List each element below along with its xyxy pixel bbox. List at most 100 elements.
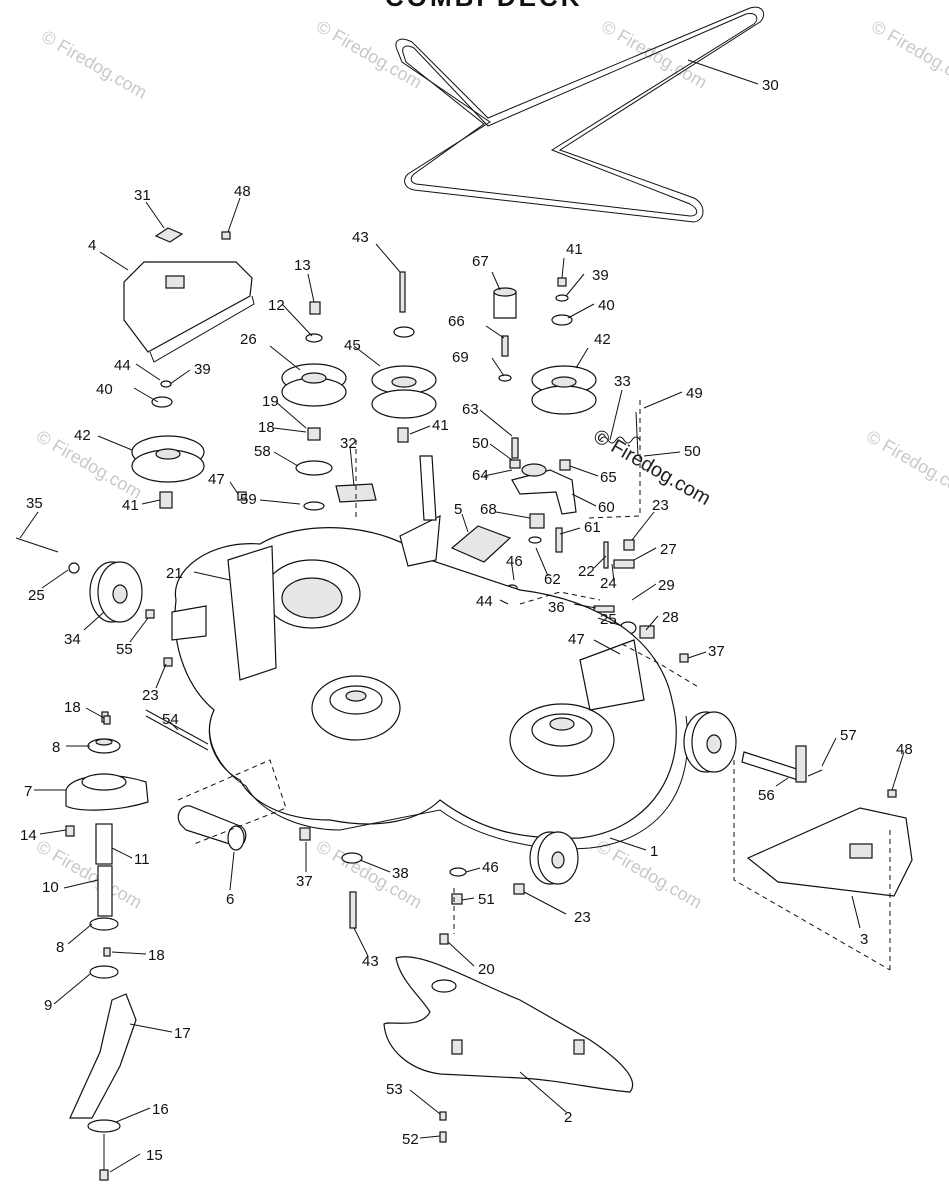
callout-label: 51 (478, 891, 495, 908)
gauge-wheel-left (89, 561, 143, 623)
callout-label: 41 (122, 497, 139, 514)
decal-31 (154, 227, 184, 243)
callout-label: 39 (592, 267, 609, 284)
pulley-42-right (531, 365, 597, 415)
pulley-42-left (131, 435, 205, 483)
callout-label: 9 (44, 997, 52, 1014)
callout-label: 23 (574, 909, 591, 926)
plate-5 (450, 525, 512, 563)
callout-label: 39 (194, 361, 211, 378)
callout-label: 11 (134, 851, 150, 868)
callout-label: 18 (258, 419, 275, 436)
mulch-plate (383, 956, 634, 1093)
callout-label: 10 (42, 879, 59, 896)
callout-label: 7 (24, 783, 32, 800)
callout-label: 12 (268, 297, 285, 314)
gauge-wheel-right (683, 711, 737, 773)
callout-label: 1 (650, 843, 658, 860)
callout-label: 43 (362, 953, 379, 970)
callout-label: 64 (472, 467, 489, 484)
callout-label: 18 (64, 699, 81, 716)
callout-label: 44 (114, 357, 131, 374)
callout-label: 42 (74, 427, 91, 444)
callout-label: 46 (506, 553, 523, 570)
leader-lines (19, 59, 905, 1173)
callout-label: 62 (544, 571, 561, 588)
callout-label: 23 (652, 497, 669, 514)
callout-label: 33 (614, 373, 631, 390)
callout-label: 54 (162, 711, 179, 728)
blade (69, 993, 137, 1119)
callout-label: 37 (708, 643, 725, 660)
decal-32 (335, 483, 377, 503)
callout-label: 59 (240, 491, 257, 508)
callout-label: 30 (762, 77, 779, 94)
callout-label: 29 (658, 577, 675, 594)
callout-label: 48 (234, 183, 251, 200)
callout-label: 38 (392, 865, 409, 882)
callout-label: 21 (166, 565, 183, 582)
callout-label: 46 (482, 859, 499, 876)
callout-label: 67 (472, 253, 489, 270)
callout-label: 56 (758, 787, 775, 804)
callout-label: 49 (686, 385, 703, 402)
watermark: © Firedog.com (33, 836, 145, 912)
gauge-wheel-front (529, 831, 579, 885)
callout-label: 19 (262, 393, 279, 410)
callout-label: 42 (594, 331, 611, 348)
callout-label: 5 (454, 501, 462, 518)
spring (599, 436, 641, 444)
callout-label: 44 (476, 593, 493, 610)
callout-label: 26 (240, 331, 257, 348)
callout-label: 58 (254, 443, 271, 460)
callout-label: 63 (462, 401, 479, 418)
callout-label: 16 (152, 1101, 169, 1118)
callout-label: 69 (452, 349, 469, 366)
callout-label: 65 (600, 469, 617, 486)
pulley-26 (281, 363, 347, 407)
callout-label: 47 (208, 471, 225, 488)
callout-label: 24 (600, 575, 617, 592)
callout-label: 25 (600, 611, 617, 628)
belt-cover-right (746, 807, 913, 897)
belt-cover-left (123, 261, 253, 353)
callout-label: 41 (566, 241, 583, 258)
callout-label: 6 (226, 891, 234, 908)
watermark: © Firedog.com (38, 26, 150, 102)
callout-label: 48 (896, 741, 913, 758)
callout-label: 60 (598, 499, 615, 516)
callout-label: 8 (52, 739, 60, 756)
pulley-45 (371, 365, 437, 419)
callout-label: 31 (134, 187, 151, 204)
callout-label: 13 (294, 257, 311, 274)
callout-labels: 30 31 48 4 43 13 67 41 39 12 66 40 26 45… (20, 77, 913, 1164)
callout-label: 66 (448, 313, 465, 330)
drive-belt (395, 6, 765, 223)
diagram-title: COMBI DECK (385, 0, 583, 12)
callout-label: 27 (660, 541, 677, 558)
callout-label: 32 (340, 435, 357, 452)
callout-label: 17 (174, 1025, 191, 1042)
callout-label: 53 (386, 1081, 403, 1098)
callout-label: 4 (88, 237, 96, 254)
watermark: © Firedog.com (313, 16, 425, 92)
callout-label: 50 (472, 435, 489, 452)
callout-label: 45 (344, 337, 361, 354)
callout-label: 61 (584, 519, 601, 536)
watermark: © Firedog.com (863, 426, 949, 502)
callout-label: 37 (296, 873, 313, 890)
callout-label: 43 (352, 229, 369, 246)
callout-label: 35 (26, 495, 43, 512)
idler-arm (511, 469, 577, 515)
callout-label: 18 (148, 947, 165, 964)
callout-label: 25 (28, 587, 45, 604)
watermark: © Firedog.com (868, 16, 949, 92)
callout-label: 50 (684, 443, 701, 460)
callout-label: 22 (578, 563, 595, 580)
callout-label: 3 (860, 931, 868, 948)
drawing (15, 6, 913, 1181)
callout-label: 40 (96, 381, 113, 398)
callout-label: 15 (146, 1147, 163, 1164)
callout-label: 8 (56, 939, 64, 956)
